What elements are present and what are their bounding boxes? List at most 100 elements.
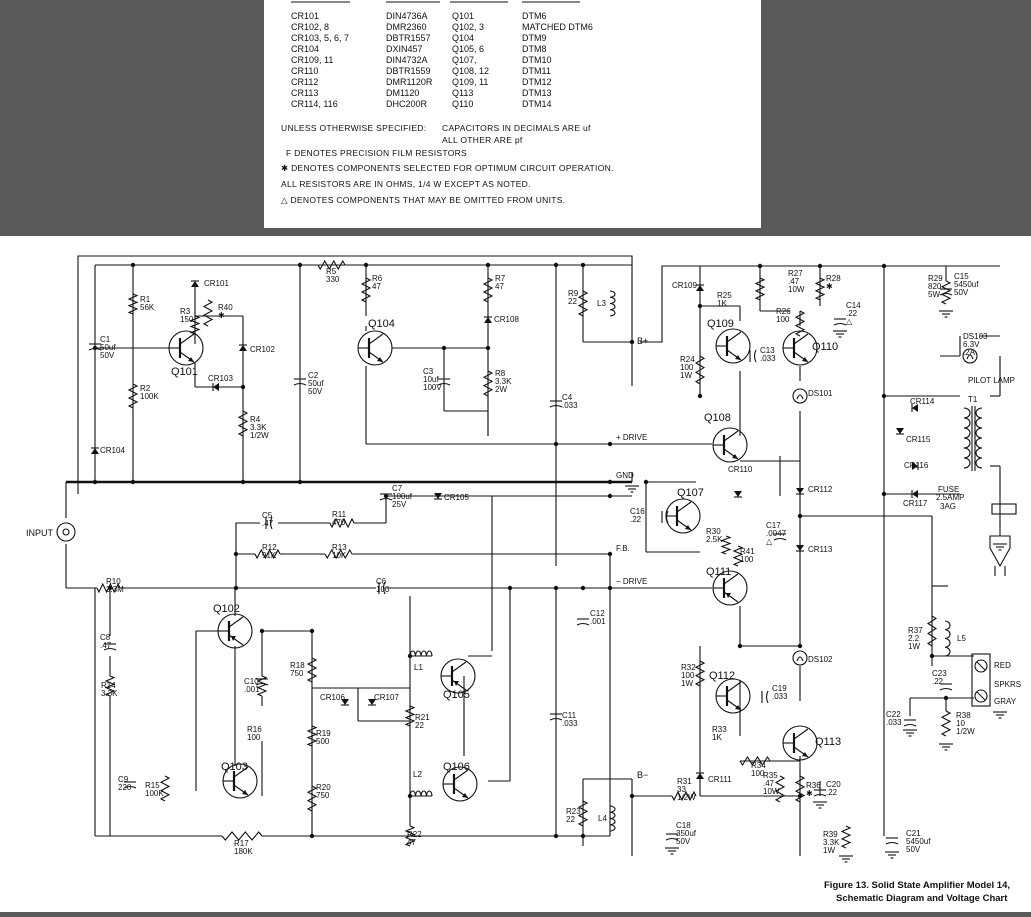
gray-label: GRAY [994, 697, 1017, 706]
bplus-label: B+ [637, 336, 648, 346]
c23-label-0: C23 [932, 669, 947, 678]
junction-dot [643, 479, 649, 485]
junction-dot [553, 585, 559, 591]
r5-label-1: 330 [326, 275, 340, 284]
c7-label-2: 25V [392, 500, 407, 509]
junction-dot [553, 262, 559, 268]
junction-dot [309, 628, 315, 634]
r17-label-1: 180K [234, 847, 253, 856]
cr112-label: CR112 [808, 485, 833, 494]
c19-label-1: .033 [772, 692, 788, 701]
junction-dot [309, 833, 315, 839]
r2-label-0: R2 [140, 384, 151, 393]
cr103-label: CR103 [208, 374, 233, 383]
cr114-label: CR114 [910, 397, 935, 406]
c21-label-1: 5450uf [906, 837, 931, 846]
q108-transistor: Q108 [704, 412, 748, 463]
plus-drive-label: + DRIVE [616, 433, 647, 442]
junction-dot [797, 513, 803, 519]
c23-capacitor: C23.22 [932, 669, 953, 691]
table-cell: DIN4736A [386, 11, 428, 21]
t1-label: T1 [968, 395, 978, 404]
r23-label-1: 22 [566, 815, 575, 824]
q113-label: Q113 [815, 736, 841, 748]
c17-label-2: △ [766, 537, 773, 546]
r35-label-2: 10W [763, 787, 780, 796]
r31-label-1: 33 [677, 785, 686, 794]
table-cell: Q101 [452, 11, 474, 21]
junction-dot [607, 493, 613, 499]
junction-dot [607, 441, 613, 447]
c14-capacitor: C14.22△ [833, 301, 861, 326]
r29-label-0: R29 [928, 274, 943, 283]
pilot-lamp-label: PILOT LAMP [968, 376, 1015, 385]
q109-transistor: Q109 [707, 318, 751, 364]
r37-label-1: 2.2 [908, 634, 920, 643]
r24-label-0: R24 [680, 355, 695, 364]
table-cell: DTM12 [522, 77, 552, 87]
table-cell: Q102, 3 [452, 22, 484, 32]
r6-label-0: R6 [372, 274, 383, 283]
r38-ground [939, 743, 953, 751]
r38-label-2: 1/2W [956, 727, 975, 736]
c8-capacitor: C8.47 [100, 633, 117, 651]
r26-label-0: R26 [776, 307, 791, 316]
c20-ground [813, 801, 827, 809]
r5-label-0: R5 [326, 267, 337, 276]
r37-label-2: 1W [908, 642, 920, 651]
table-cell: DMR1120R [386, 77, 433, 87]
c18-label-0: C18 [676, 821, 691, 830]
r7-label-0: R7 [495, 274, 506, 283]
c18-label-2: 50V [676, 837, 691, 846]
cr102-label: CR102 [250, 345, 275, 354]
ds103-label-2: .2A [963, 348, 976, 357]
table-cell: Q107, [452, 55, 477, 65]
junction-dot [240, 479, 246, 485]
cr117-diode: CR117 [903, 490, 928, 508]
r30-label-0: R30 [706, 527, 721, 536]
junction-dot [881, 263, 887, 269]
table-cell: DTM10 [522, 55, 552, 65]
c20-label-0: C20 [826, 780, 841, 789]
junction-dot [297, 262, 303, 268]
cr114-diode: CR114 [910, 397, 935, 412]
r4-resistor: R43.3K1/2W [237, 410, 269, 440]
junction-dot [441, 345, 447, 351]
q111-transistor: Q111 [706, 566, 748, 606]
table-cell: CR109, 11 [291, 55, 333, 65]
c4-label-0: C4 [562, 393, 573, 402]
fb-label: F.B. [616, 544, 630, 553]
q105-transistor: Q105 [440, 658, 476, 701]
q112-transistor: Q112 [709, 670, 751, 714]
r22-label-0: R22 [407, 830, 422, 839]
r14-label-1: 3.3K [101, 689, 118, 698]
r14-label-0: R14 [101, 681, 116, 690]
r13-label-0: R13 [332, 543, 347, 552]
c3-label-0: C3 [423, 367, 434, 376]
cr108-diode: CR108 [484, 315, 519, 324]
c20-capacitor: C20.22 [813, 780, 841, 797]
r3-label-1: 150 [180, 315, 194, 324]
c6-label-1: 100 [376, 585, 390, 594]
gnd-label: GND [616, 471, 634, 480]
q110-label: Q110 [812, 341, 838, 353]
c11-capacitor: C11.033 [549, 711, 578, 728]
junction-dot [485, 345, 491, 351]
cr110-label: CR110 [728, 465, 753, 474]
r8-label-0: R8 [495, 369, 506, 378]
